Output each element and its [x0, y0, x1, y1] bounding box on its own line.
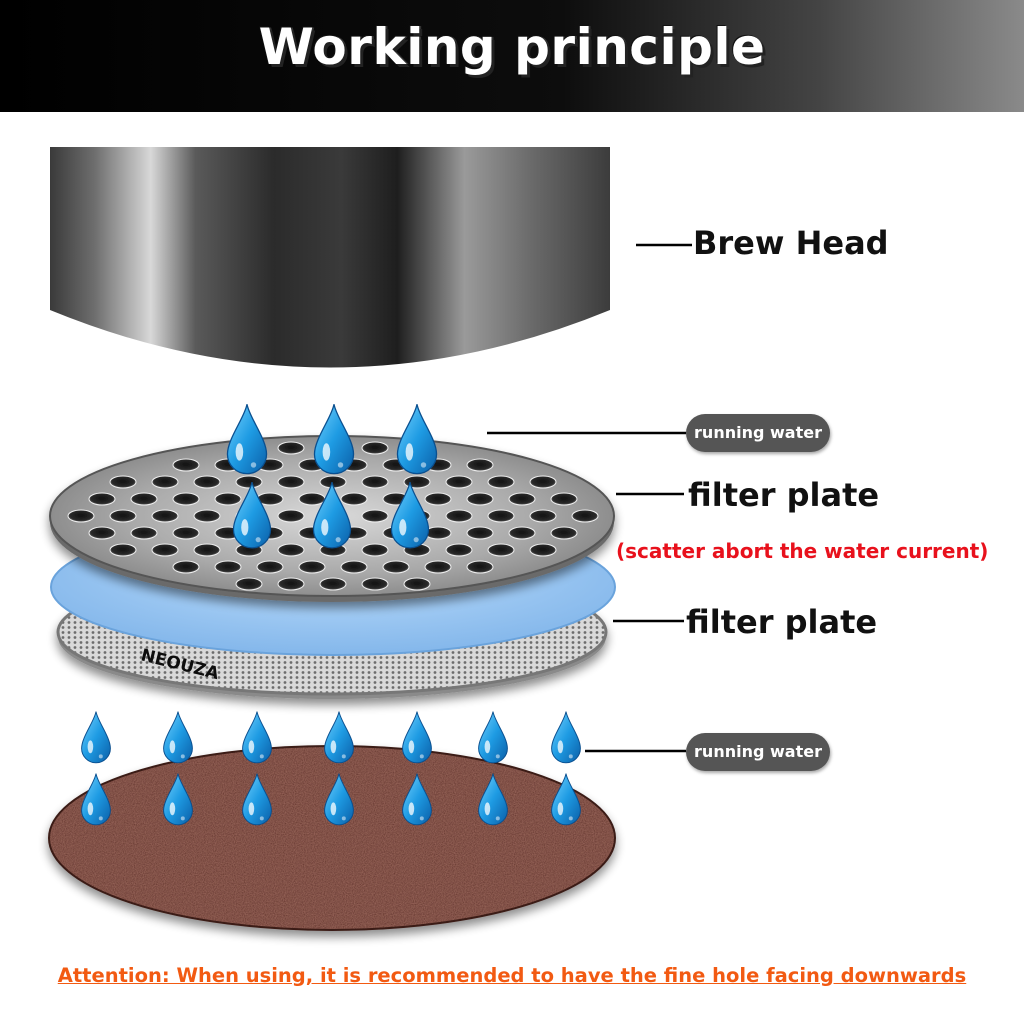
- plate-hole: [466, 458, 494, 472]
- plate-hole: [550, 492, 578, 506]
- plate-hole: [529, 475, 557, 489]
- plate-hole: [193, 475, 221, 489]
- water-drop-icon: [551, 711, 581, 764]
- plate-hole: [529, 509, 557, 523]
- plate-hole: [466, 560, 494, 574]
- plate-hole: [277, 441, 305, 455]
- plate-hole: [214, 560, 242, 574]
- plate-hole: [424, 560, 452, 574]
- plate-hole: [256, 560, 284, 574]
- plate-hole: [193, 543, 221, 557]
- plate-hole: [298, 492, 326, 506]
- plate-hole: [403, 577, 431, 591]
- plate-hole: [445, 475, 473, 489]
- plate-hole: [151, 475, 179, 489]
- plate-hole: [214, 492, 242, 506]
- plate-hole: [361, 475, 389, 489]
- brew-head-label: Brew Head: [693, 224, 889, 262]
- plate-hole: [445, 509, 473, 523]
- plate-hole: [424, 492, 452, 506]
- plate-hole: [340, 492, 368, 506]
- plate-hole: [109, 509, 137, 523]
- plate-hole: [487, 543, 515, 557]
- water-drop-icon: [226, 403, 268, 475]
- plate-hole: [235, 577, 263, 591]
- plate-hole: [403, 475, 431, 489]
- plate-hole: [340, 560, 368, 574]
- plate-hole: [571, 509, 599, 523]
- plate-hole: [466, 526, 494, 540]
- page-title: Working principle: [258, 18, 766, 76]
- plate-hole: [172, 492, 200, 506]
- plate-hole: [277, 475, 305, 489]
- plate-hole: [172, 560, 200, 574]
- plate-hole: [508, 492, 536, 506]
- title-banner: Working principle: [0, 0, 1024, 112]
- water-drop-icon: [313, 403, 355, 475]
- plate-hole: [445, 543, 473, 557]
- plate-hole: [487, 509, 515, 523]
- plate-hole: [361, 509, 389, 523]
- plate-hole: [277, 577, 305, 591]
- plate-hole: [298, 560, 326, 574]
- plate-hole: [361, 543, 389, 557]
- water-drop-icon: [402, 711, 432, 764]
- leader-lines: [487, 243, 692, 753]
- water-drop-icon: [324, 711, 354, 764]
- running-water-badge-top: running water: [686, 414, 830, 452]
- plate-hole: [109, 543, 137, 557]
- attention-note: Attention: When using, it is recommended…: [57, 964, 967, 987]
- water-drop-icon: [81, 773, 111, 826]
- plate-hole: [109, 475, 137, 489]
- plate-hole: [508, 526, 536, 540]
- plate-hole: [550, 526, 578, 540]
- plate-hole: [235, 475, 263, 489]
- plate-hole: [382, 560, 410, 574]
- coffee-puck: [48, 745, 616, 931]
- filter-plate-label-top: filter plate: [688, 476, 880, 514]
- running-water-badge-bottom: running water: [686, 733, 830, 771]
- plate-hole: [277, 509, 305, 523]
- filter-plate-label-bottom: filter plate: [686, 603, 878, 641]
- plate-hole: [361, 441, 389, 455]
- plate-hole: [67, 509, 95, 523]
- water-drop-icon: [81, 711, 111, 764]
- water-drop-icon: [163, 711, 193, 764]
- plate-hole: [529, 543, 557, 557]
- plate-hole: [130, 492, 158, 506]
- plate-hole: [151, 543, 179, 557]
- plate-hole: [466, 492, 494, 506]
- water-drop-icon: [396, 403, 438, 475]
- brew-head: [50, 147, 610, 368]
- water-drop-icon: [478, 711, 508, 764]
- plate-hole: [319, 577, 347, 591]
- plate-hole: [172, 526, 200, 540]
- scatter-note: (scatter abort the water current): [616, 539, 989, 563]
- plate-hole: [151, 509, 179, 523]
- water-drop-icon: [242, 711, 272, 764]
- plate-hole: [361, 577, 389, 591]
- plate-hole: [193, 509, 221, 523]
- plate-hole: [277, 543, 305, 557]
- plate-hole: [130, 526, 158, 540]
- plate-hole: [88, 526, 116, 540]
- plate-hole: [487, 475, 515, 489]
- plate-hole: [172, 458, 200, 472]
- plate-hole: [88, 492, 116, 506]
